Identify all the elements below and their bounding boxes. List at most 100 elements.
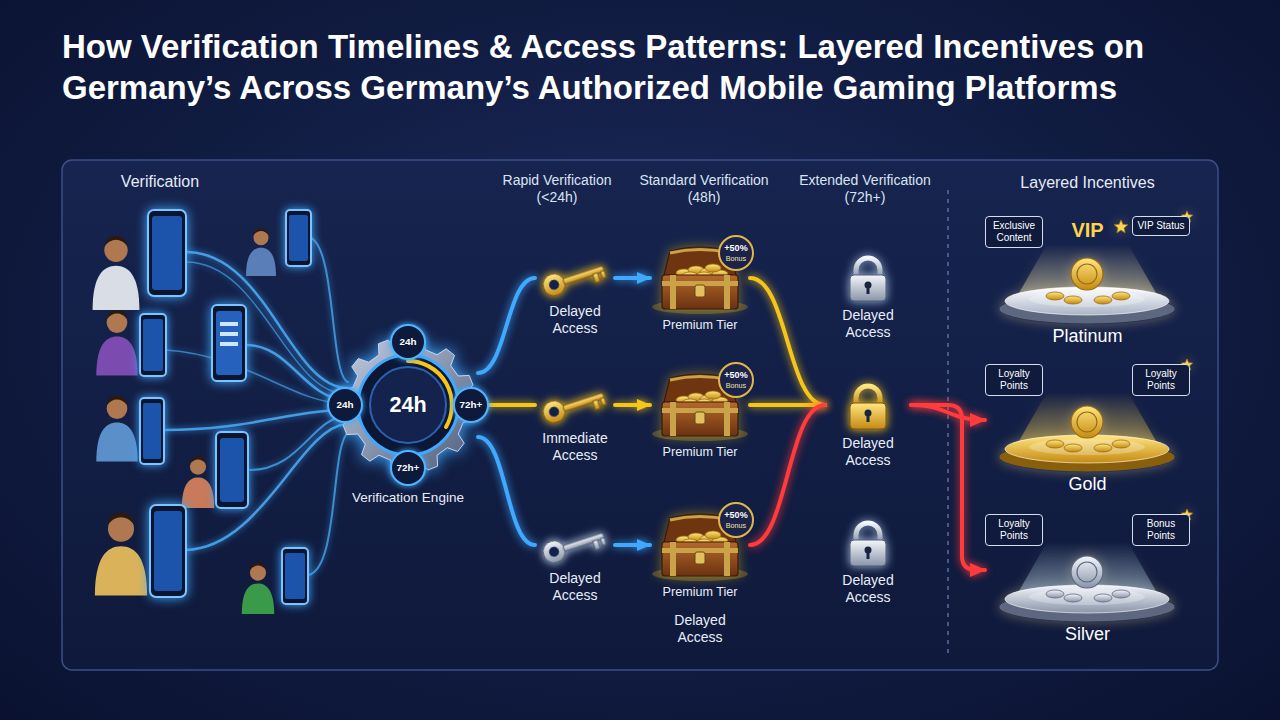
- column-header: Rapid Verification (<24h): [487, 172, 627, 206]
- flow-connector: [750, 405, 825, 545]
- users-with-phones: [93, 210, 311, 614]
- drawing-rect: [867, 414, 870, 422]
- drawing-rect: [289, 215, 308, 261]
- label-holder: Rapid Verification (<24h): [487, 172, 627, 206]
- drawing-path: [166, 350, 346, 404]
- bonus-badge: +50%Bonus: [718, 362, 754, 398]
- flow-connector: [615, 403, 650, 407]
- drawing-rect: [285, 553, 305, 599]
- label-holder: Verification: [100, 172, 220, 191]
- lock-label: Delayed Access: [825, 307, 911, 341]
- drawing-ellipse: [1094, 594, 1112, 602]
- drawing-ellipse: [1112, 590, 1130, 598]
- drawing-rect: [724, 402, 730, 436]
- access-key: Immediate Access: [535, 385, 615, 464]
- drawing-rect: [563, 393, 605, 412]
- drawing-use: [93, 236, 140, 310]
- drawing-circle: [1077, 562, 1097, 582]
- drawing-rect: [154, 511, 182, 591]
- drawing-use: [96, 396, 137, 462]
- tier-name: Silver: [985, 624, 1190, 645]
- lock-icon: [825, 255, 911, 301]
- flow-connector: [911, 405, 985, 420]
- drawing-rect: [600, 538, 606, 546]
- tier-name-holder: Gold: [985, 474, 1190, 495]
- flow-connector: [750, 403, 825, 407]
- drawing-rect: [662, 275, 738, 309]
- label-holder: Layered Incentives: [1000, 173, 1175, 192]
- tier-chest: Premium Tier+50%Bonus: [650, 510, 750, 601]
- drawing-rect: [670, 275, 676, 309]
- section-label: Verification: [100, 172, 220, 191]
- drawing-g: [850, 258, 886, 301]
- drawing-rect: [670, 542, 676, 576]
- perk-tag-text: Loyalty Points: [1135, 368, 1187, 392]
- time-badge-text: 24h: [399, 336, 416, 348]
- time-badge-text: 24h: [336, 399, 353, 411]
- drawing-g: [540, 385, 607, 425]
- drawing-circle: [548, 405, 561, 418]
- key-icon: [535, 385, 615, 425]
- engine-heading-holder: Verification Engine: [348, 489, 468, 507]
- drawing-rect: [867, 551, 870, 559]
- drawing-rect: [850, 540, 886, 566]
- drawing-rect: [140, 398, 164, 464]
- key-label: Delayed Access: [535, 303, 615, 337]
- perk-tag-text: Bonus Points: [1135, 518, 1187, 542]
- drawing-path: [311, 238, 348, 382]
- data-streams: [164, 238, 350, 575]
- incentive-tier: VIPPlatinumExclusive ContentVIP Status: [985, 210, 1190, 350]
- drawing-ellipse: [1064, 444, 1082, 452]
- tier-highlight: VIP: [1047, 218, 1128, 242]
- access-lock: Delayed Access: [825, 383, 911, 469]
- bonus-badge-text: +50%: [724, 510, 747, 521]
- drawing-g: [540, 525, 607, 565]
- engine-time: 24h: [389, 392, 426, 418]
- drawing-rect: [850, 403, 886, 429]
- drawing-g: [540, 258, 607, 298]
- drawing-rect: [724, 542, 730, 576]
- drawing-path: [186, 262, 346, 394]
- drawing-circle: [358, 355, 458, 455]
- drawing-rect: [148, 210, 186, 296]
- drawing-g: [216, 432, 248, 508]
- incentive-tier: Silver Loyalty Points Bonus Points: [985, 508, 1190, 648]
- drawing-rect: [695, 552, 705, 564]
- access-key: Delayed Access: [535, 525, 615, 604]
- lock-icon: [825, 520, 911, 566]
- perk-tag-text: Loyalty Points: [988, 368, 1040, 392]
- drawing-circle: [1077, 412, 1097, 432]
- flow-connector: [615, 276, 650, 280]
- bonus-badge: +50%Bonus: [718, 502, 754, 538]
- drawing-use: [246, 229, 276, 277]
- drawing-polygon: [1114, 220, 1127, 233]
- time-badge: 24h: [327, 387, 363, 423]
- drawing-ellipse: [1005, 435, 1169, 463]
- drawing-use: [182, 457, 214, 508]
- tier-highlight-holder: VIP: [1047, 218, 1128, 242]
- drawing-ellipse: [1005, 585, 1169, 613]
- label-holder: Delayed Access: [660, 612, 740, 646]
- drawing-rect: [695, 412, 705, 424]
- drawing-ellipse: [1112, 292, 1130, 300]
- drawing-circle: [370, 367, 446, 443]
- drawing-rect: [220, 322, 238, 326]
- perk-tag: Loyalty Points: [985, 514, 1043, 546]
- drawing-circle: [540, 398, 568, 426]
- perk-tag-text: VIP Status: [1135, 220, 1187, 232]
- drawing-rect: [152, 216, 182, 290]
- drawing-rect: [600, 398, 606, 406]
- drawing-path: [856, 258, 880, 277]
- lock-icon: [825, 383, 911, 429]
- chest-label: Premium Tier: [650, 317, 750, 334]
- drawing-rect: [563, 533, 605, 552]
- drawing-use: [242, 563, 274, 614]
- drawing-rect: [593, 540, 601, 550]
- drawing-rect: [220, 332, 238, 336]
- drawing-ellipse: [1046, 292, 1064, 300]
- perk-tag: Bonus Points: [1132, 514, 1190, 546]
- drawing-g: [212, 305, 246, 381]
- key-label: Delayed Access: [535, 570, 615, 604]
- bonus-badge-text: Bonus: [726, 521, 746, 530]
